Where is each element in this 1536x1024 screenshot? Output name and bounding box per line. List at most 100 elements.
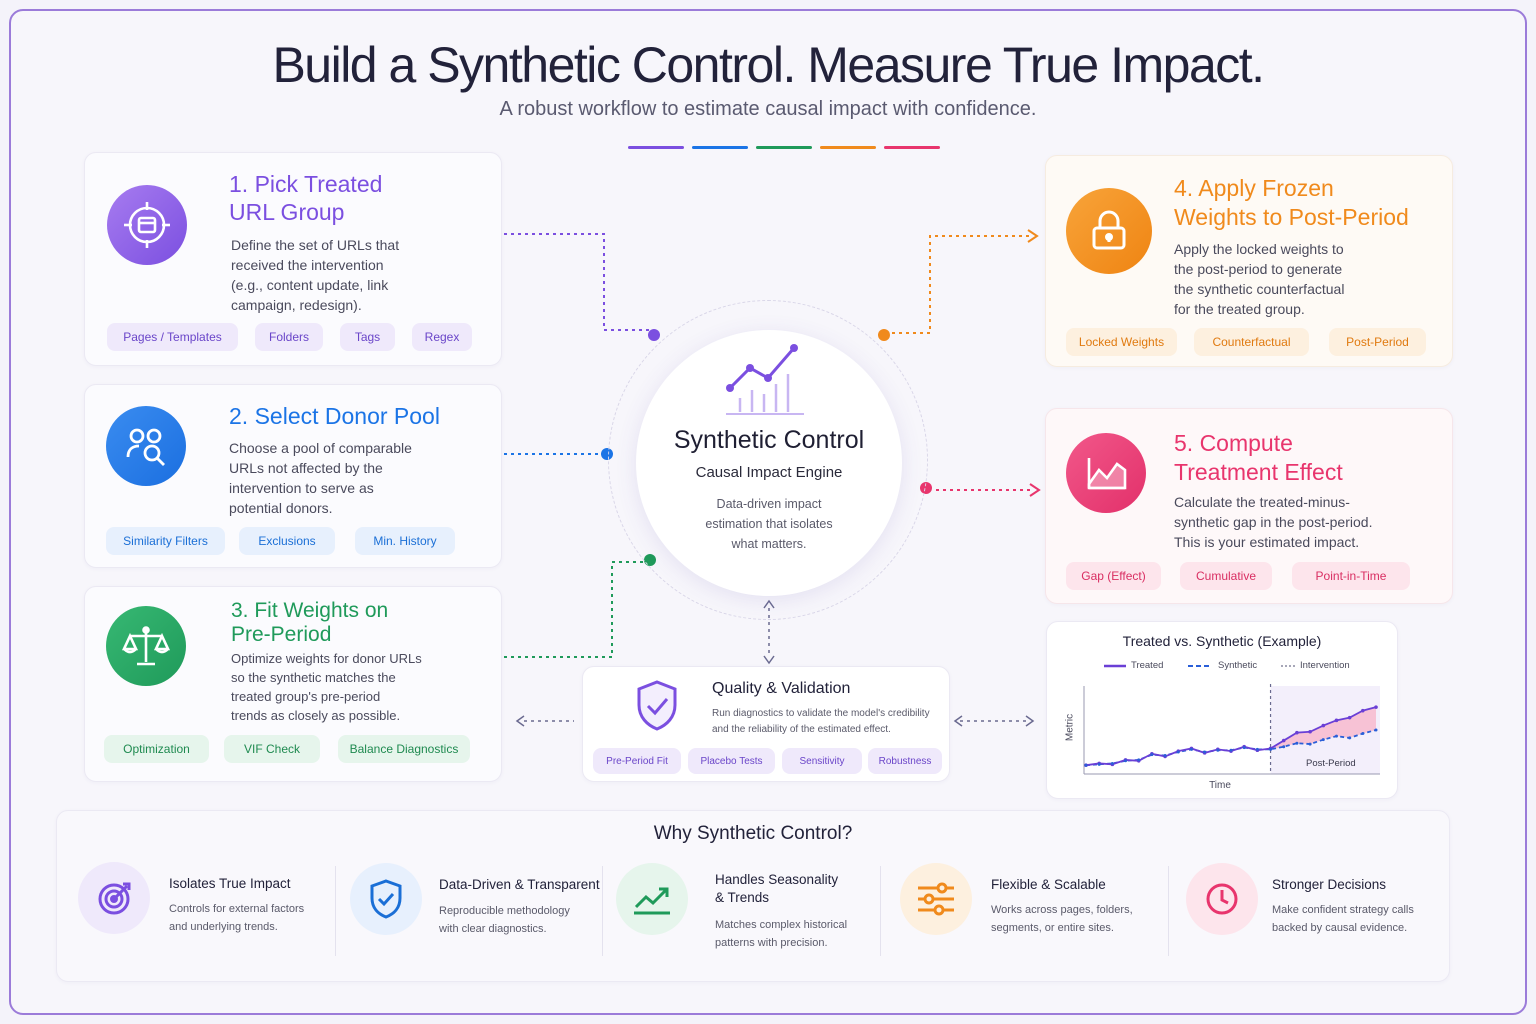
step4-icon-circle: [1066, 188, 1152, 274]
why-icon-circle: [350, 863, 422, 935]
step4-desc-line1: Apply the locked weights to: [1174, 241, 1344, 257]
step2-desc-line4: potential donors.: [229, 500, 333, 516]
step5-chip[interactable]: Cumulative: [1180, 562, 1272, 590]
quality-chip[interactable]: Placebo Tests: [688, 748, 775, 774]
step5-chip[interactable]: Point-in-Time: [1292, 562, 1410, 590]
step4-chip[interactable]: Locked Weights: [1066, 328, 1177, 356]
synthetic-point: [1216, 748, 1220, 752]
synthetic-point: [1295, 741, 1299, 745]
legend-treated-label: Treated: [1131, 660, 1164, 671]
step4-title-line1: 4. Apply Frozen: [1174, 175, 1334, 201]
synthetic-point: [1361, 732, 1365, 736]
why-item-name: Flexible & Scalable: [991, 877, 1106, 892]
step5-desc-line3: This is your estimated impact.: [1174, 534, 1360, 550]
step2-chip[interactable]: Min. History: [355, 527, 455, 555]
step1-title-line1: 1. Pick Treated: [229, 171, 383, 197]
hub-title: Synthetic Control: [673, 426, 865, 454]
step3-desc-line4: trends as closely as possible.: [231, 708, 401, 723]
why-item-name: Data-Driven & Transparent: [439, 877, 600, 892]
step4-chip[interactable]: Post-Period: [1329, 328, 1426, 356]
treated-point: [1361, 708, 1365, 713]
why-separator: [880, 866, 881, 956]
synthetic-point: [1110, 761, 1114, 765]
shield-check-icon: [370, 879, 402, 919]
why-item-desc: Make confident strategy calls: [1272, 904, 1414, 916]
quality-desc-line2: and the reliability of the estimated eff…: [712, 724, 891, 735]
step1-desc-line4: campaign, redesign).: [231, 297, 362, 313]
synthetic-point: [1242, 746, 1246, 750]
hub-desc-line2: estimation that isolates: [705, 517, 833, 531]
bullseye-icon: [98, 882, 131, 915]
why-item-desc: with clear diagnostics.: [439, 923, 547, 935]
step3-title-line2: Pre-Period: [231, 623, 332, 646]
accent-rule-green: [756, 146, 812, 149]
legend-synthetic-swatch: [1188, 665, 1212, 667]
why-icon-circle: [1186, 863, 1258, 935]
synthetic-point: [1308, 742, 1312, 746]
sliders-icon: [918, 882, 954, 916]
step5-title-line1: 5. Compute: [1174, 430, 1293, 456]
step3-chip[interactable]: Balance Diagnostics: [338, 735, 470, 763]
legend-intervention-label: Intervention: [1300, 660, 1350, 671]
accent-rule-purple: [628, 146, 684, 149]
step3-chip[interactable]: VIF Check: [224, 735, 320, 763]
step1-chip[interactable]: Pages / Templates: [107, 323, 238, 351]
example-chart-plot: [1083, 684, 1380, 775]
treatment-gap-area: [1270, 707, 1376, 750]
area-chart-icon: [1087, 458, 1127, 490]
step3-desc-line1: Optimize weights for donor URLs: [231, 651, 422, 666]
treated-point: [1281, 738, 1286, 743]
connector-dot-step1: [648, 329, 660, 341]
step5-chip[interactable]: Gap (Effect): [1066, 562, 1161, 590]
step2-chip[interactable]: Exclusions: [239, 527, 335, 555]
why-separator: [1168, 866, 1169, 956]
why-item-name: Handles Seasonality: [715, 872, 839, 887]
why-item-desc: backed by causal evidence.: [1272, 922, 1408, 934]
step1-chip[interactable]: Folders: [255, 323, 323, 351]
why-item-desc: Works across pages, folders,: [991, 904, 1133, 916]
treated-point: [1374, 705, 1378, 709]
legend-intervention-swatch: [1281, 665, 1295, 667]
why-title: Why Synthetic Control?: [653, 823, 853, 844]
synthetic-point: [1282, 745, 1286, 749]
trend-up-icon: [634, 887, 670, 915]
quality-chip[interactable]: Sensitivity: [782, 748, 862, 774]
treated-point: [1295, 730, 1299, 735]
step4-desc-line2: the post-period to generate: [1174, 261, 1343, 277]
step3-chip[interactable]: Optimization: [104, 735, 209, 763]
step5-desc-line2: synthetic gap in the post-period.: [1174, 514, 1373, 530]
step5-icon-circle: [1066, 433, 1146, 513]
synthetic-point: [1321, 738, 1325, 742]
treated-point: [1321, 723, 1326, 728]
target-window-icon: [124, 202, 170, 248]
quality-chip[interactable]: Pre-Period Fit: [593, 748, 681, 774]
hub-ring: [608, 300, 928, 620]
step5-desc-line1: Calculate the treated-minus-: [1174, 494, 1350, 510]
synthetic-point: [1203, 750, 1207, 754]
synthetic-point: [1348, 736, 1352, 740]
why-item-desc: Controls for external factors: [169, 903, 305, 915]
why-separator: [335, 866, 336, 956]
step3-icon-circle: [106, 606, 186, 686]
connector-dot-step4: [878, 329, 890, 341]
step5-title-line2: Treatment Effect: [1174, 459, 1343, 485]
step2-desc-line1: Choose a pool of comparable: [229, 440, 412, 456]
synthetic-point: [1269, 747, 1273, 751]
step1-chip[interactable]: Regex: [412, 323, 472, 351]
step4-chip[interactable]: Counterfactual: [1194, 328, 1309, 356]
shield-check-icon: [637, 680, 677, 731]
step2-chip[interactable]: Similarity Filters: [106, 527, 225, 555]
step3-title-line1: 3. Fit Weights on: [231, 599, 389, 622]
synthetic-point: [1150, 753, 1154, 757]
step1-title-line2: URL Group: [229, 199, 345, 225]
treated-point: [1347, 715, 1352, 720]
quality-chip[interactable]: Robustness: [868, 748, 942, 774]
lock-icon: [1092, 210, 1126, 250]
synthetic-point: [1124, 759, 1128, 763]
why-item-name: Stronger Decisions: [1272, 877, 1387, 892]
step4-desc-line3: the synthetic counterfactual: [1174, 281, 1345, 297]
step4-title-line2: Weights to Post-Period: [1174, 204, 1409, 230]
step1-chip[interactable]: Tags: [340, 323, 395, 351]
accent-rule-pink: [884, 146, 940, 149]
step3-desc-line2: so the synthetic matches the: [231, 670, 396, 685]
